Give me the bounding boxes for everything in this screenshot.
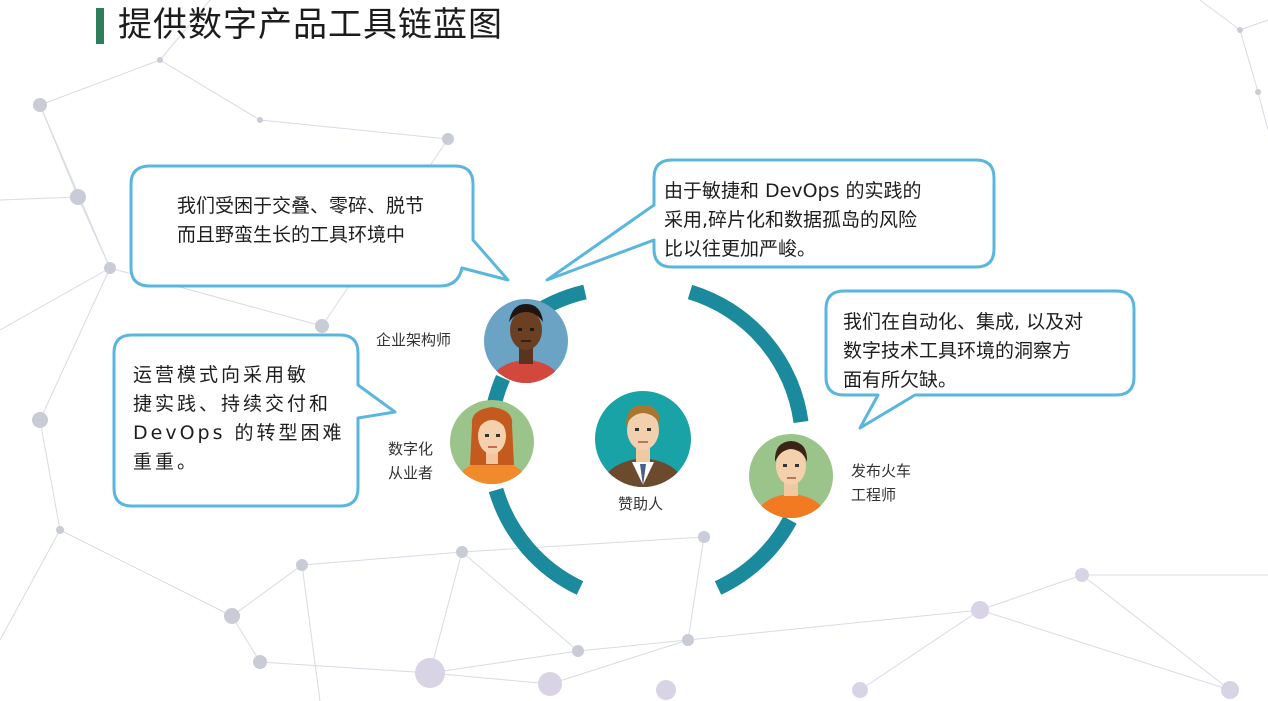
man-avatar-icon <box>749 434 833 518</box>
bubble-top-left-line-2: 而且野蛮生长的工具环境中 <box>177 224 406 246</box>
role-label-release-engineer-line-1: 发布火车 <box>851 462 912 480</box>
bubble-top-right-text: 由于敏捷和 DevOps 的实践的 采用,碎片化和数据孤岛的风险 比以往更加严峻… <box>664 177 922 264</box>
title-accent-bar <box>96 8 104 44</box>
page-title: 提供数字产品工具链蓝图 <box>118 5 503 45</box>
bubble-top-right <box>545 158 996 282</box>
woman-avatar-icon <box>450 400 534 484</box>
bubble-right-line-3: 面有所欠缺。 <box>843 369 958 391</box>
businessman-avatar-icon <box>595 391 691 487</box>
bubble-top-right-line-2: 采用,碎片化和数据孤岛的风险 <box>664 209 918 231</box>
bubble-left-line-3: DevOps 的转型困难 <box>133 422 345 444</box>
role-label-practitioner: 数字化 从业者 <box>388 437 433 485</box>
bubble-right-line-2: 数字技术工具环境的洞察方 <box>843 340 1072 362</box>
bubble-left-line-1: 运营模式向采用敏 <box>133 364 310 386</box>
ring-segment-bottom-right <box>714 516 797 595</box>
role-label-architect: 企业架构师 <box>376 331 452 349</box>
ring-segment-right <box>687 284 809 424</box>
bubble-right-text: 我们在自动化、集成, 以及对 数字技术工具环境的洞察方 面有所欠缺。 <box>843 308 1083 395</box>
bubble-left-line-4: 重重。 <box>133 451 200 473</box>
bubble-top-left-line-1: 我们受困于交叠、零碎、脱节 <box>177 195 425 217</box>
bubble-top-right-line-3: 比以往更加严峻。 <box>664 238 817 260</box>
bubble-left <box>112 333 397 508</box>
role-label-sponsor: 赞助人 <box>618 495 664 513</box>
bubble-right <box>824 289 1136 430</box>
role-label-release-engineer: 发布火车 工程师 <box>851 459 911 507</box>
role-label-practitioner-line-2: 从业者 <box>388 464 434 482</box>
role-label-release-engineer-line-2: 工程师 <box>851 486 897 504</box>
role-label-practitioner-line-1: 数字化 <box>388 440 434 458</box>
bubble-top-right-line-1: 由于敏捷和 DevOps 的实践的 <box>664 180 922 202</box>
bubble-left-line-2: 捷实践、持续交付和 <box>133 393 332 415</box>
person-dark-skin-avatar-icon <box>484 299 568 383</box>
bubble-top-left <box>129 164 510 288</box>
bubble-top-left-text: 我们受困于交叠、零碎、脱节 而且野蛮生长的工具环境中 <box>177 192 424 250</box>
ring-segment-left <box>488 487 584 595</box>
bubble-left-text: 运营模式向采用敏 捷实践、持续交付和 DevOps 的转型困难 重重。 <box>133 361 345 477</box>
bubble-right-line-1: 我们在自动化、集成, 以及对 <box>843 311 1084 333</box>
